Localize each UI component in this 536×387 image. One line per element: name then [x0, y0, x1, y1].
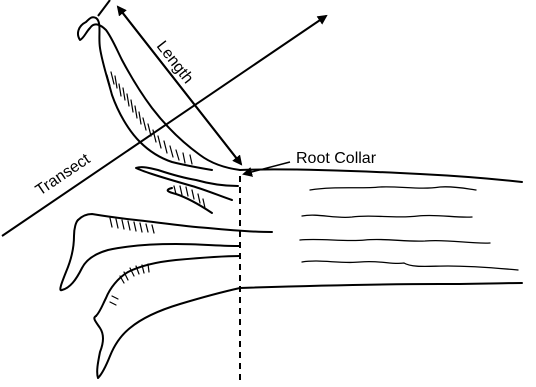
bark-crack-1: [310, 187, 476, 190]
bottom-root-bottom: [94, 288, 240, 378]
lower-middle-root-top: [78, 214, 272, 232]
bark-crack-3: [300, 239, 490, 243]
upper-root: [78, 17, 240, 170]
lower-middle-root-bottom: [60, 220, 240, 290]
bark-cracks: [300, 187, 518, 270]
middle-branch-outline: [136, 167, 238, 200]
transect-label: Transect: [33, 150, 94, 199]
root-collar-label: Root Collar: [296, 150, 377, 167]
bottom-root: [94, 256, 240, 378]
upper-root-outline: [78, 17, 240, 170]
middle-branch-lower: [168, 188, 212, 213]
root-collar-pointer: [244, 162, 290, 174]
trunk-bottom-edge: [240, 283, 522, 288]
bottom-root-hatching: [110, 264, 149, 305]
bark-crack-4: [302, 261, 518, 270]
trunk-top-edge: [240, 169, 522, 182]
bark-crack-2: [302, 215, 472, 217]
length-end-tick: [98, 0, 110, 16]
